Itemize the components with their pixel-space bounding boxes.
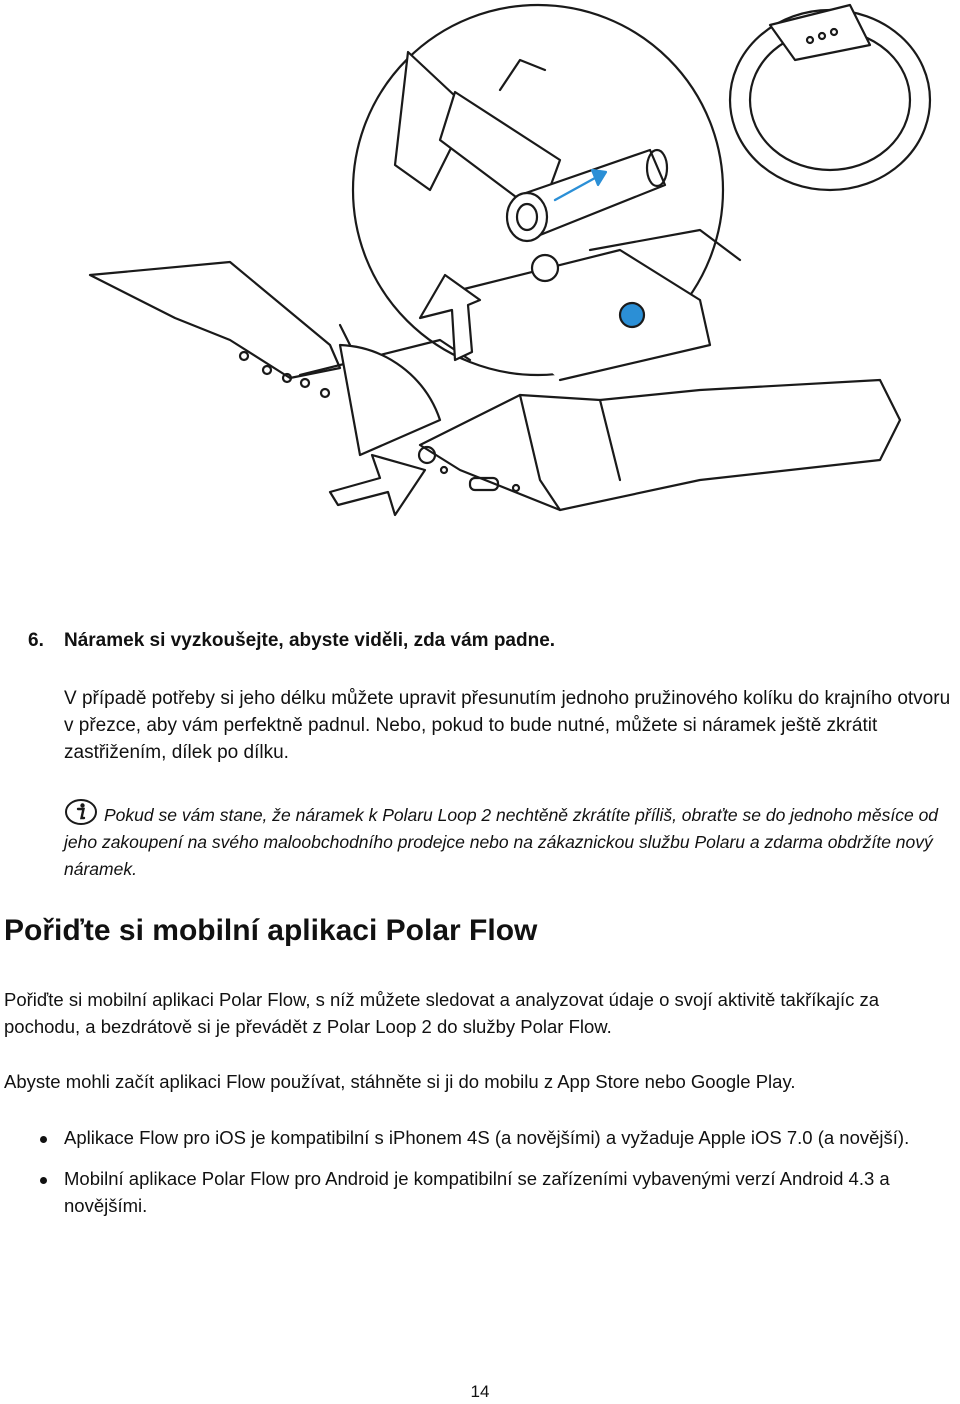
- info-note: Pokud se vám stane, že náramek k Polaru …: [64, 798, 956, 883]
- info-icon: [65, 799, 97, 825]
- step-title: Náramek si vyzkoušejte, abyste viděli, z…: [64, 630, 556, 651]
- page-number: 14: [470, 1382, 490, 1401]
- section-heading: Pořiďte si mobilní aplikaci Polar Flow: [4, 914, 538, 947]
- arrow-down: [418, 273, 482, 362]
- section-paragraph-1: Pořiďte si mobilní aplikaci Polar Flow, …: [4, 989, 880, 1037]
- buckle: [417, 378, 902, 512]
- list-item: Aplikace Flow pro iOS je kompatibilní s …: [0, 1124, 956, 1151]
- bracelet-adjustment-illustration: [88, 3, 932, 517]
- list-item: Mobilní aplikace Polar Flow pro Android …: [0, 1165, 956, 1219]
- arrow-right: [328, 453, 427, 517]
- step-number: 6.: [28, 630, 44, 651]
- section-paragraph-2: Abyste mohli začít aplikaci Flow používa…: [4, 1071, 796, 1092]
- zoom-circle: [351, 3, 742, 382]
- step-heading: 6. Náramek si vyzkoušejte, abyste viděli,…: [28, 630, 555, 652]
- bracelet-thumbnail: [728, 3, 932, 192]
- step-text: V případě potřeby si jeho délku můžete u…: [64, 688, 951, 763]
- note-text: Pokud se vám stane, že náramek k Polaru …: [64, 805, 939, 879]
- strap: [88, 260, 472, 399]
- compatibility-list: Aplikace Flow pro iOS je kompatibilní s …: [0, 1124, 960, 1233]
